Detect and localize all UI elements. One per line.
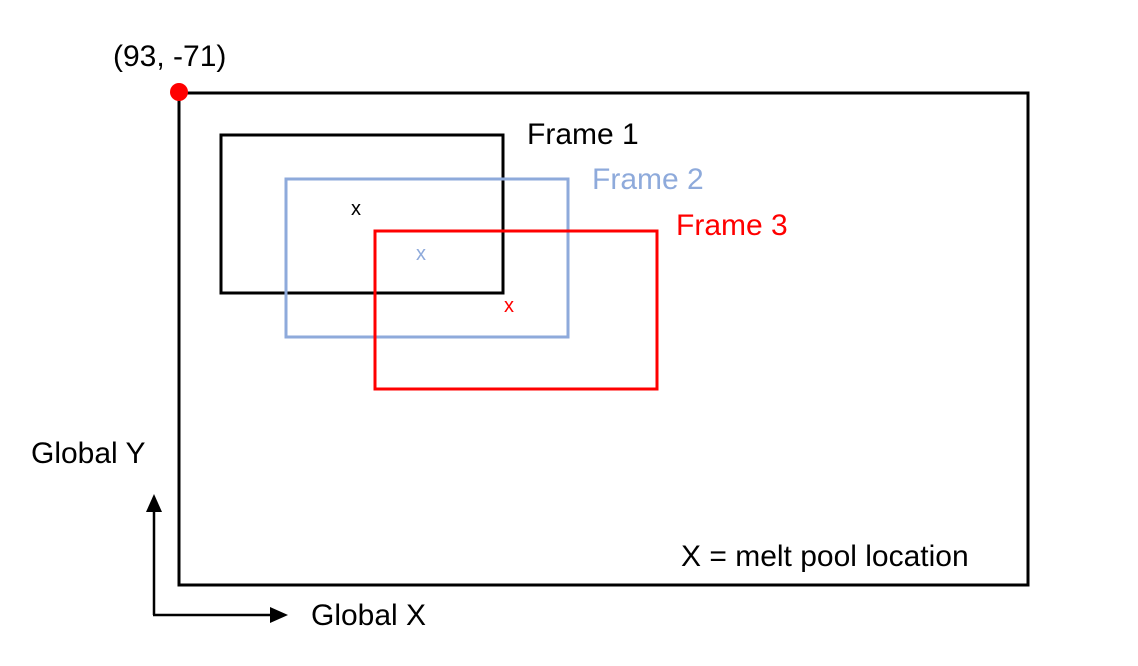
frame-3-rect	[373, 229, 659, 391]
frame-2-rect	[284, 177, 570, 339]
frame-3-label: Frame 3	[676, 209, 788, 242]
frame-1-rect	[219, 133, 505, 295]
global-x-axis-label: Global X	[311, 599, 427, 632]
global-boundary	[177, 91, 1030, 587]
global-x-axis-arrowhead	[270, 607, 288, 623]
global-y-axis-label: Global Y	[31, 437, 146, 470]
origin-coordinate-label: (93, -71)	[113, 40, 227, 73]
frame-1-label: Frame 1	[527, 118, 639, 151]
frame-2-label: Frame 2	[592, 163, 704, 196]
global-y-axis-arrowhead	[146, 494, 162, 512]
melt-pool-legend: X = melt pool location	[681, 540, 969, 573]
frame-1-melt-pool-marker: x	[351, 198, 361, 220]
frame-3-melt-pool-marker: x	[504, 295, 514, 317]
origin-point	[170, 83, 188, 101]
frame-2-melt-pool-marker: x	[416, 243, 426, 265]
